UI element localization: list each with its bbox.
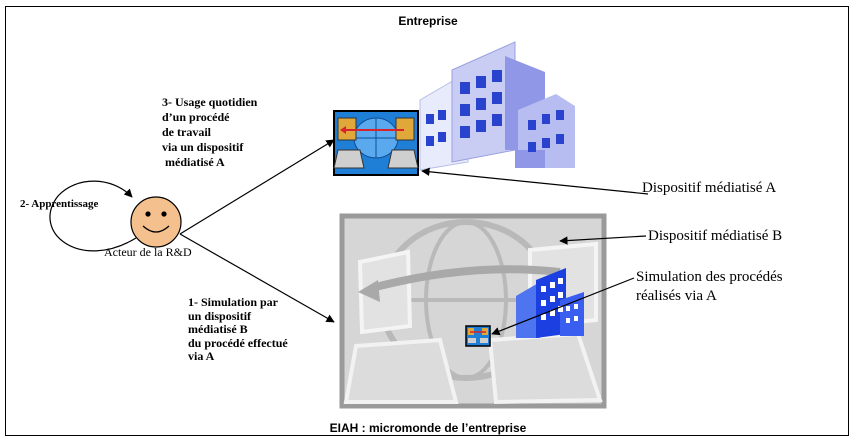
- actor-label: Acteur de la R&D: [104, 245, 192, 259]
- learning-loop-arrow: [49, 180, 137, 252]
- simulation-label: Simulation des procédés réalisés via A: [636, 269, 783, 304]
- eiah-title: EIAH : micromonde de l’entreprise: [329, 421, 527, 435]
- callout-arrow-b: [559, 235, 647, 245]
- callout-arrow-simulation: [491, 277, 635, 336]
- device-b-label: Dispositif médiatisé B: [648, 228, 783, 244]
- device-a-label: Dispositif médiatisé A: [642, 180, 777, 196]
- callout-arrow-a: [421, 167, 649, 195]
- device-b-image: [339, 213, 607, 409]
- simulated-device-a-icon: [465, 325, 491, 347]
- actor-face-icon: [130, 196, 182, 248]
- diagram-frame: [5, 6, 849, 436]
- step3-label: 3- Usage quotidien d’un procédé de trava…: [162, 95, 258, 169]
- enterprise-building-icon: [419, 41, 575, 171]
- simulated-building-icon: [516, 268, 584, 338]
- step2-label: 2- Apprentissage: [20, 198, 99, 210]
- arrow-to-device-a: [179, 139, 335, 235]
- arrow-to-device-b: [179, 233, 335, 323]
- device-a-icon: [333, 110, 419, 176]
- step1-label: 1- Simulation par un dispositif médiatis…: [188, 295, 288, 363]
- enterprise-title: Entreprise: [398, 14, 458, 28]
